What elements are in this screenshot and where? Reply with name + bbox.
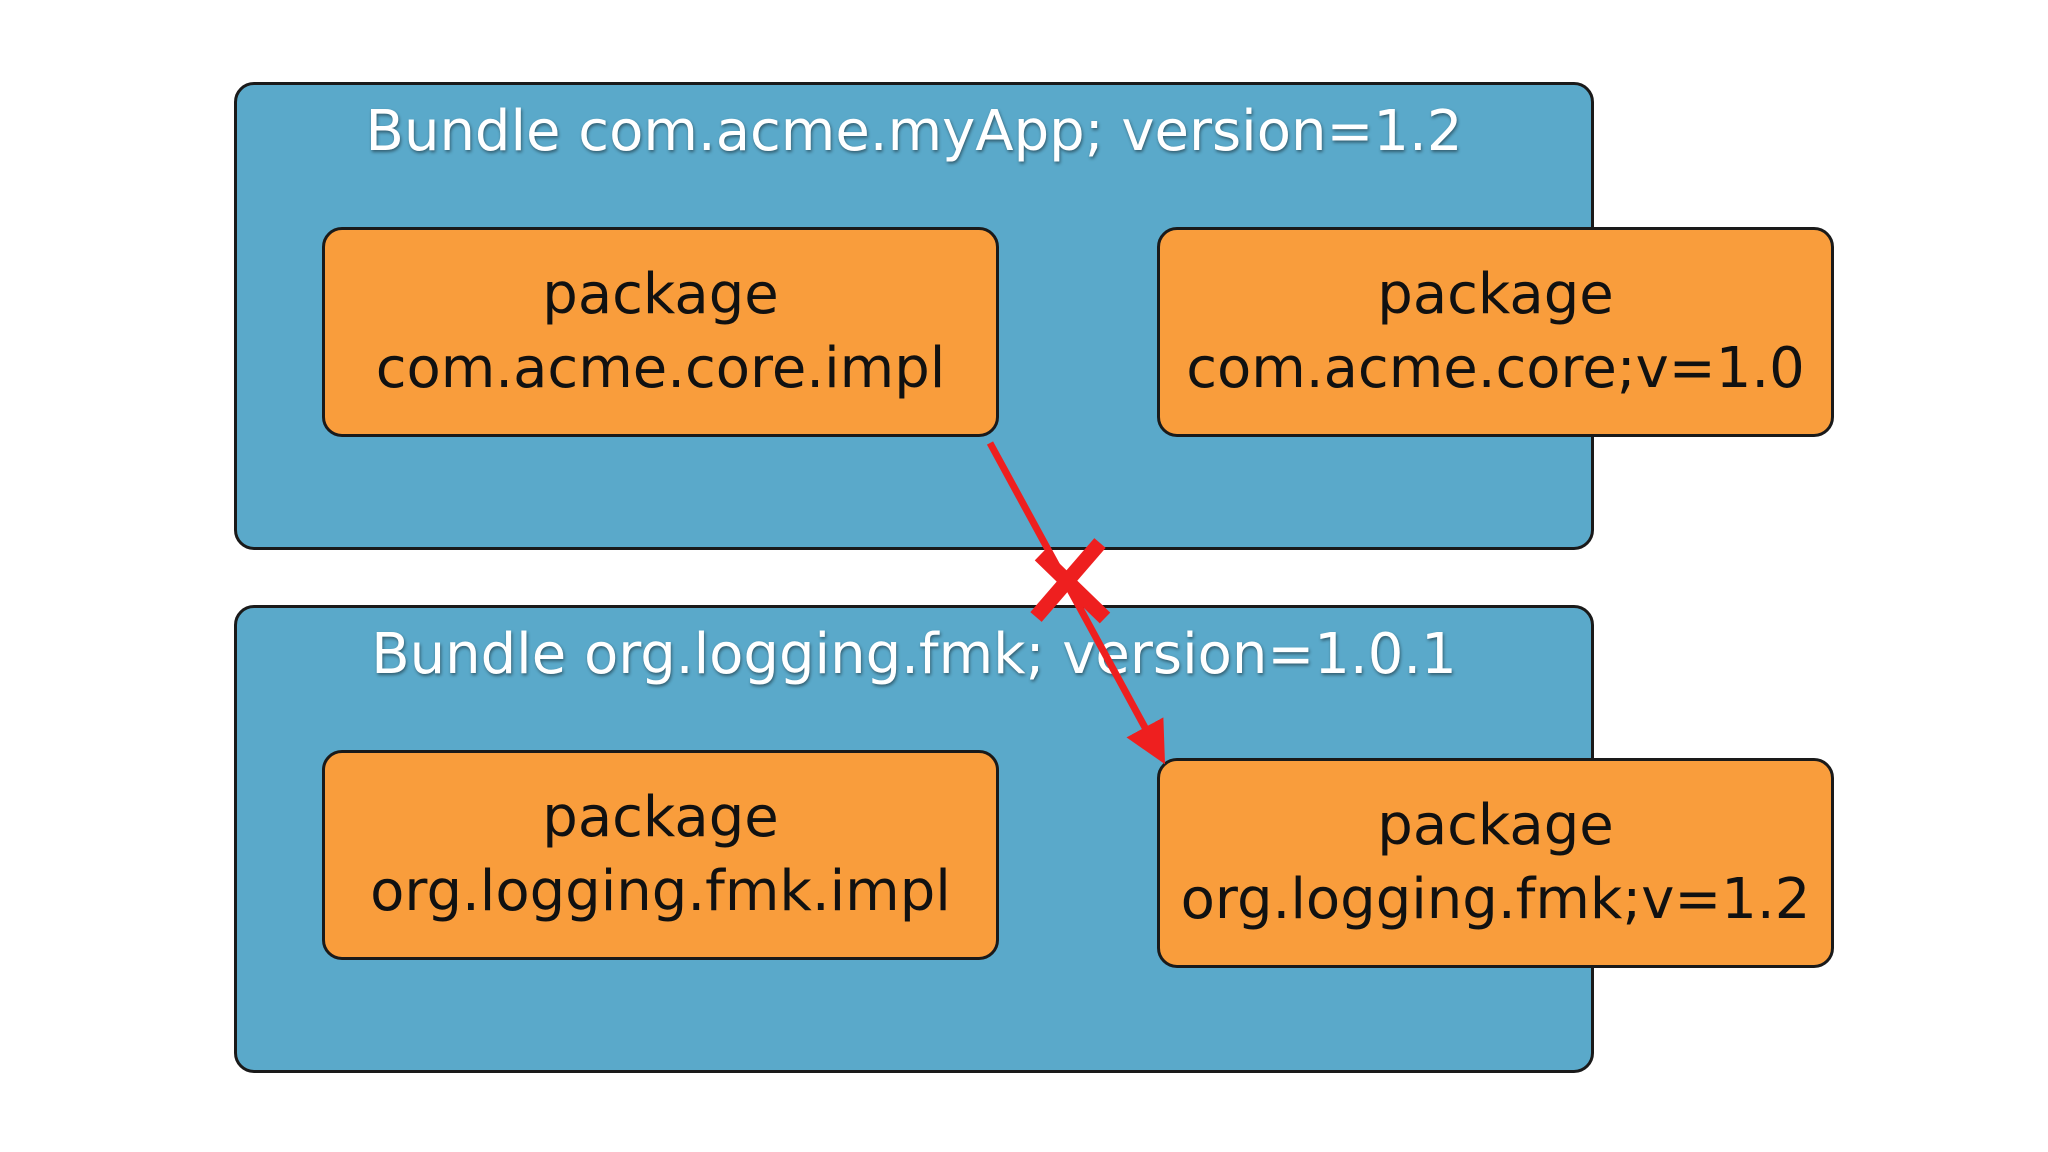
package-keyword: package [1377,793,1614,858]
bundle-logging-title: Bundle org.logging.fmk; version=1.0.1 [371,622,1457,687]
package-name: org.logging.fmk;v=1.2 [1180,867,1811,932]
package-name: com.acme.core.impl [375,336,946,401]
package-keyword: package [1377,262,1614,327]
package-org-logging-fmk-impl: package org.logging.fmk.impl [322,750,999,960]
bundle-myapp-title: Bundle com.acme.myApp; version=1.2 [365,99,1463,164]
package-com-acme-core: package com.acme.core;v=1.0 [1157,227,1834,437]
package-org-logging-fmk: package org.logging.fmk;v=1.2 [1157,758,1834,968]
package-com-acme-core-impl: package com.acme.core.impl [322,227,999,437]
package-name: org.logging.fmk.impl [370,859,951,924]
package-keyword: package [542,262,779,327]
package-name: com.acme.core;v=1.0 [1186,336,1805,401]
package-keyword: package [542,785,779,850]
